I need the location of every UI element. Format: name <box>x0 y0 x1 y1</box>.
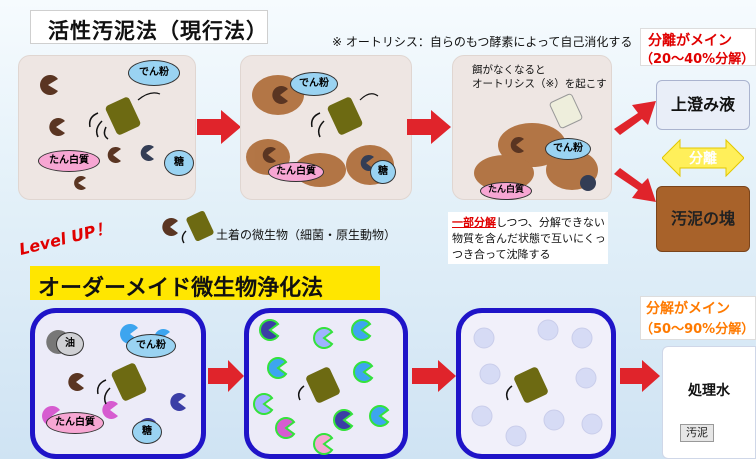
starch-oval: でん粉 <box>545 138 591 160</box>
bacteria-icon <box>88 92 161 140</box>
panel3-graphics <box>474 93 598 191</box>
faded-microbe-icon <box>571 327 593 349</box>
top-main-line1: 分離がメイン <box>648 33 732 49</box>
faded-microbe-icon <box>575 367 597 389</box>
custom-microbe-icon <box>253 393 274 415</box>
panel3-caption-line1: 餌がなくなると <box>472 64 546 76</box>
sugar-oval: 糖 <box>164 150 194 176</box>
protein-oval: たん白質 <box>268 162 324 182</box>
description-line3: つき合って沈降する <box>452 248 551 261</box>
bottom-title-box <box>30 266 380 300</box>
page-title: 活性汚泥法（現行法） <box>48 19 268 43</box>
bottom-main-line1: 分解がメイン <box>646 301 730 317</box>
custom-microbe-icon <box>333 409 354 431</box>
custom-microbe-icon <box>313 327 334 349</box>
panel3-caption-line2: オートリシス（※）を起こす <box>472 78 607 90</box>
custom-microbe-icon <box>259 319 280 341</box>
supernatant-box: 上澄み液 <box>656 80 750 130</box>
indigenous-microbe-label: 土着の微生物（細菌・原生動物） <box>216 228 397 242</box>
separation-arrow-icon <box>662 138 744 178</box>
right-arrow-icon <box>208 360 244 392</box>
faded-microbe-icon <box>479 363 501 385</box>
protein-oval: たん白質 <box>46 412 104 434</box>
custom-microbe-icon <box>369 405 390 427</box>
bottom-main-line2: （50〜90%分解） <box>640 322 755 337</box>
custom-panel2-graphics <box>253 319 390 455</box>
sludge-floc-icon <box>474 155 534 191</box>
right-arrow-icon <box>407 110 451 144</box>
up-right-arrow-icon <box>614 101 656 135</box>
small-sludge-badge: 汚泥 <box>680 424 714 442</box>
microbe-icon <box>40 75 58 95</box>
bacteria-icon <box>505 367 548 403</box>
description-line1: 一部分解しつつ、分解できない <box>452 214 605 230</box>
sugar-oval: 糖 <box>132 420 162 444</box>
down-right-arrow-icon <box>614 168 656 202</box>
description-box <box>448 212 608 264</box>
sludge-floc-icon <box>498 123 566 167</box>
starch-oval: でん粉 <box>128 60 180 86</box>
description-line1-rest: しつつ、分解できない <box>496 216 605 229</box>
separation-label: 分離 <box>689 151 717 167</box>
description-highlight: 一部分解 <box>452 216 496 229</box>
right-arrow-icon <box>620 360 660 392</box>
bacteria-icon <box>297 367 340 403</box>
faded-microbe-icon <box>581 413 603 435</box>
top-main-line2: （20〜40%分解） <box>640 52 755 67</box>
top-main-box <box>640 28 756 66</box>
indigenous-microbe-legend <box>162 210 214 244</box>
custom-panel1-graphics <box>42 324 186 438</box>
faded-microbe-icon <box>505 425 527 447</box>
microbe-icon <box>49 118 65 136</box>
microbe-icon <box>74 176 86 190</box>
custom-microbe-icon <box>313 433 334 455</box>
faded-microbe-icon <box>543 409 565 431</box>
faded-microbe-icon <box>473 327 495 349</box>
custom-microbe-icon <box>353 361 374 383</box>
panel1-graphics <box>40 75 161 190</box>
panel-custom-microbe-3 <box>456 308 616 459</box>
custom-microbe-icon <box>351 319 372 341</box>
starch-oval: でん粉 <box>126 334 176 358</box>
sugar-oval: 糖 <box>370 160 396 184</box>
protein-oval: たん白質 <box>38 150 100 172</box>
oil-oval: 油 <box>56 332 84 356</box>
microbe-icon <box>140 145 154 161</box>
level-up-label: Level UP！ <box>17 217 114 260</box>
description-line2: 物質を含んだ状態で互いにくっ <box>452 232 606 245</box>
bacteria-icon <box>96 363 147 405</box>
treated-water-box <box>662 346 756 459</box>
right-arrow-icon <box>197 110 241 144</box>
custom-microbe-icon <box>267 357 288 379</box>
title-box <box>30 10 268 44</box>
bacteria-icon <box>310 93 379 138</box>
bottom-title: オーダーメイド微生物浄化法 <box>38 276 324 301</box>
custom-panel3-graphics <box>471 319 603 447</box>
bottom-main-box <box>640 296 756 340</box>
right-arrow-icon <box>412 360 456 392</box>
faded-microbe-icon <box>471 405 493 427</box>
lysed-bacteria-icon <box>549 93 583 129</box>
sludge-mass-box: 汚泥の塊 <box>656 186 750 252</box>
microbe-icon <box>107 147 121 163</box>
treated-water-label: 処理水 <box>688 383 730 399</box>
starch-oval: でん粉 <box>290 72 338 96</box>
faded-microbe-icon <box>537 319 559 341</box>
protein-oval: たん白質 <box>480 182 532 200</box>
autolysis-note: ※ オートリシス：自らのもつ酵素によって自己消化する <box>332 35 633 49</box>
custom-microbe-icon <box>275 417 296 439</box>
